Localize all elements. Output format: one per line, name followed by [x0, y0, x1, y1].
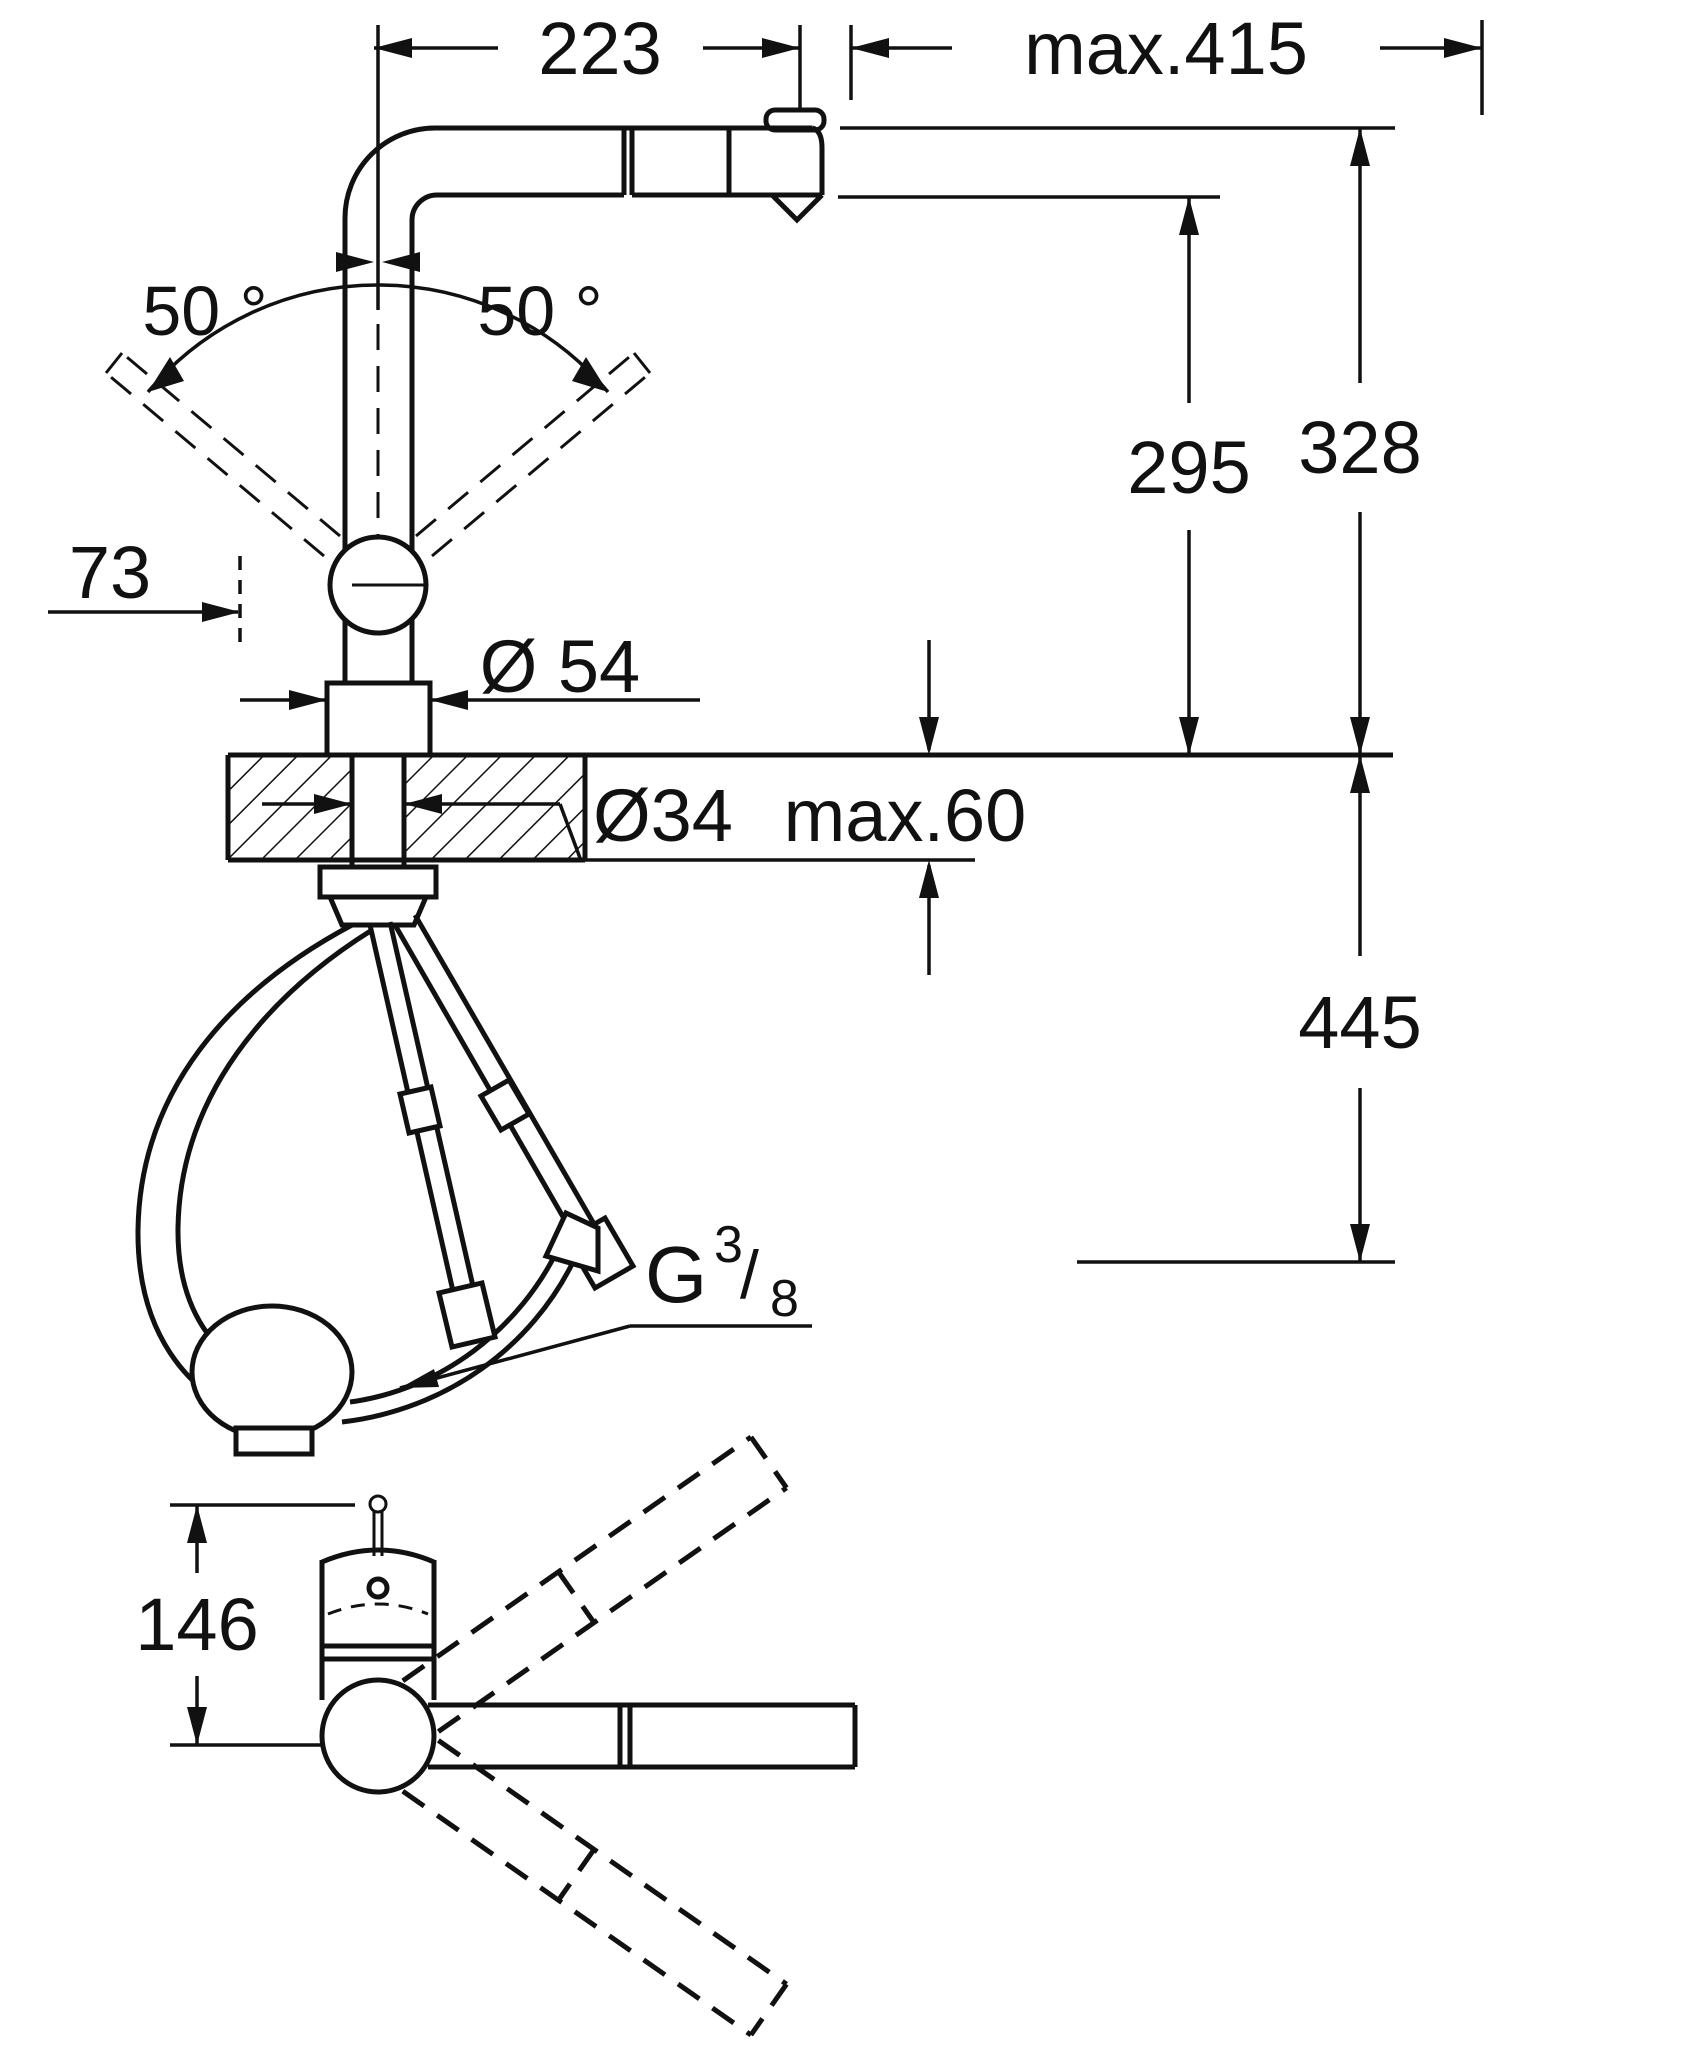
bend-outer-arc: [342, 125, 436, 219]
arrow-60-down: [919, 717, 939, 755]
hose-weight-collar: [233, 1425, 315, 1457]
arrow-apex-left: [336, 252, 374, 272]
pin-top: [368, 1494, 388, 1514]
leader-line-thread: [399, 1324, 631, 1390]
label-angle-left: 50 °: [142, 272, 267, 350]
label-pullout-range: max.415: [1024, 7, 1308, 90]
hose-weight: [189, 1303, 355, 1441]
lever-left-line-b: [105, 371, 325, 558]
arrow-angle-left: [148, 357, 184, 392]
hose-2-coupling: [477, 1076, 533, 1134]
bend-inner-arc: [409, 192, 438, 221]
lever-left-line-a: [121, 351, 341, 538]
hose-1-thread-nut: [435, 1280, 499, 1350]
swivel-up-bottom: [436, 1485, 788, 1734]
arrow-apex-right: [382, 252, 420, 272]
hose-1-coupling: [396, 1084, 444, 1136]
lever-right-cap: [632, 352, 652, 374]
arrow-34-right: [404, 794, 442, 814]
mounting-nut: [326, 894, 430, 928]
label-base-diameter: Ø 54: [480, 625, 640, 708]
body-dome-seam: [327, 1602, 429, 1616]
label-total-height: 328: [1298, 406, 1421, 489]
arrow-223-left: [374, 38, 412, 58]
arrow-thread: [400, 1369, 439, 1388]
arrow-angle-right: [572, 357, 608, 392]
arrow-54-left: [289, 690, 327, 710]
arrow-54-right: [430, 690, 468, 710]
swivel-up-seam: [556, 1570, 597, 1625]
arrow-295-bottom: [1179, 717, 1199, 755]
swivel-up-top: [401, 1434, 753, 1683]
supply-hoses: [135, 913, 637, 1457]
arrow-73: [202, 602, 240, 622]
arrow-146-top: [187, 1505, 207, 1543]
arrow-34-left: [314, 794, 352, 814]
swivel-range-down: [401, 1738, 789, 2038]
swivel-pivot: [319, 1677, 437, 1795]
label-thread-prefix: G: [645, 1230, 707, 1319]
arrow-146-bottom: [187, 1707, 207, 1745]
mounting-nut-flange: [317, 864, 439, 900]
swivel-down-top: [436, 1738, 788, 1987]
body-dome-top: [321, 1547, 435, 1565]
spray-head-button: [763, 107, 827, 133]
label-thread-slash: /: [740, 1237, 759, 1313]
arrow-60-up: [919, 860, 939, 898]
lever-right-line-b: [415, 351, 635, 538]
label-spout-reach: 223: [538, 7, 661, 90]
body-button: [366, 1576, 390, 1600]
label-lever-offset: 73: [69, 531, 151, 614]
arrow-295-top: [1179, 197, 1199, 235]
arrow-445-top: [1350, 755, 1370, 793]
aerator-outline: [770, 193, 824, 224]
swivel-down-end: [748, 1982, 789, 2037]
leader-jog-34: [558, 803, 582, 859]
arrow-223-right: [762, 38, 800, 58]
spray-hose-coupling: [542, 1209, 601, 1275]
side-view: [104, 107, 1393, 1457]
bottom-view: [319, 1434, 858, 2038]
label-hole-diameter: Ø34: [593, 774, 733, 857]
swivel-range-up: [401, 1434, 789, 1734]
spray-hose-edge-a: [349, 1243, 563, 1405]
label-thread-denominator: 8: [770, 1270, 799, 1328]
label-thread-numerator: 3: [714, 1216, 743, 1274]
label-hose-depth: 445: [1298, 981, 1421, 1064]
label-body-height: 146: [135, 1583, 258, 1666]
label-angle-right: 50 °: [477, 272, 602, 350]
swivel-up-end: [748, 1435, 789, 1490]
faucet-base: [324, 680, 433, 758]
lever-left-cap: [104, 352, 124, 374]
label-outlet-height: 295: [1127, 426, 1250, 509]
swivel-down-seam: [556, 1847, 597, 1902]
arrow-328-top: [1350, 128, 1370, 166]
spray-hose-edge-b: [341, 1256, 578, 1425]
dimension-labels: 223 max.415 50 ° 50 ° 73 Ø 54 295 328 Ø3…: [69, 7, 1422, 1666]
swivel-down-bottom: [401, 1789, 753, 2038]
arrow-328-bottom: [1350, 717, 1370, 755]
arrow-415-right: [1444, 38, 1482, 58]
label-deck-thickness: max.60: [784, 774, 1027, 857]
dimension-annotations: [48, 20, 1484, 1747]
arrow-445-bottom: [1350, 1224, 1370, 1262]
lever-right-line-a: [431, 371, 651, 558]
arrow-415-left: [851, 38, 889, 58]
spray-head-tip: [811, 125, 825, 195]
